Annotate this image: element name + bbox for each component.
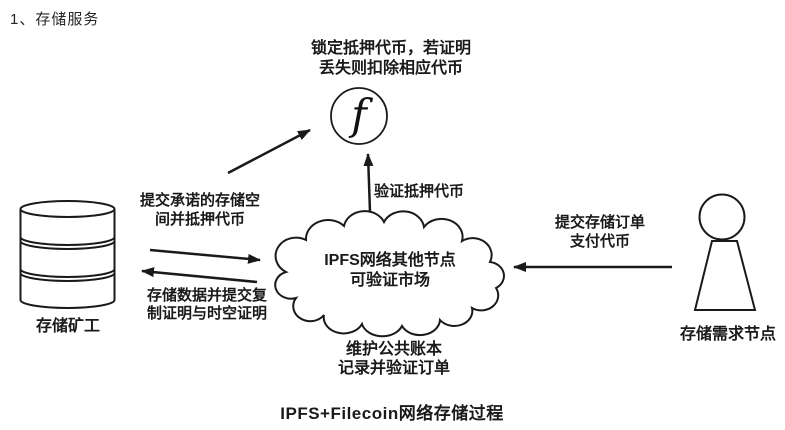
verify-pledge-label: 验证抵押代币: [374, 183, 465, 200]
ledger-line1: 维护公共账本: [345, 341, 442, 358]
submit-space-line1: 提交承诺的存储空: [139, 192, 260, 209]
database-icon: [19, 200, 116, 309]
cloud-shape: [274, 210, 505, 338]
ledger-label: 维护公共账本 记录并验证订单: [308, 340, 480, 378]
diagram-caption: IPFS+Filecoin网络存储过程: [280, 404, 504, 423]
submit-space-label: 提交承诺的存储空 间并抵押代币: [118, 191, 282, 229]
lock-tokens-label: 锁定抵押代币，若证明 丢失则扣除相应代币: [268, 39, 514, 79]
ipfs-market-line2: 可验证市场: [349, 272, 430, 289]
submit-order-label: 提交存储订单 支付代币: [528, 213, 672, 251]
arrow-cloud-to-filecoin: [363, 153, 374, 213]
submit-order-line2: 支付代币: [569, 233, 630, 250]
arrow-cloud-to-miner: [141, 267, 258, 284]
storage-miner-label: 存储矿工: [35, 318, 100, 335]
ipfs-market-label: IPFS网络其他节点 可验证市场: [298, 251, 482, 291]
submit-space-line2: 间并抵押代币: [154, 211, 245, 228]
filecoin-symbol: f: [351, 89, 367, 139]
submit-order-line1: 提交存储订单: [554, 214, 645, 231]
arrow-miner-to-filecoin: [227, 128, 311, 175]
person-icon: [693, 193, 757, 311]
arrow-miner-to-cloud: [149, 248, 261, 264]
lock-tokens-line2: 丢失则扣除相应代币: [318, 60, 463, 77]
ledger-line2: 记录并验证订单: [337, 360, 450, 377]
page-title: 1、存储服务: [10, 11, 100, 28]
store-data-line2: 制证明与时空证明: [146, 305, 267, 322]
filecoin-circle-icon: [330, 87, 388, 145]
ipfs-market-line1: IPFS网络其他节点: [324, 252, 456, 269]
lock-tokens-line1: 锁定抵押代币，若证明: [310, 40, 471, 57]
store-data-line1: 存储数据并提交复: [146, 287, 267, 304]
store-data-label: 存储数据并提交复 制证明与时空证明: [122, 287, 292, 323]
storage-client-label: 存储需求节点: [679, 326, 776, 343]
